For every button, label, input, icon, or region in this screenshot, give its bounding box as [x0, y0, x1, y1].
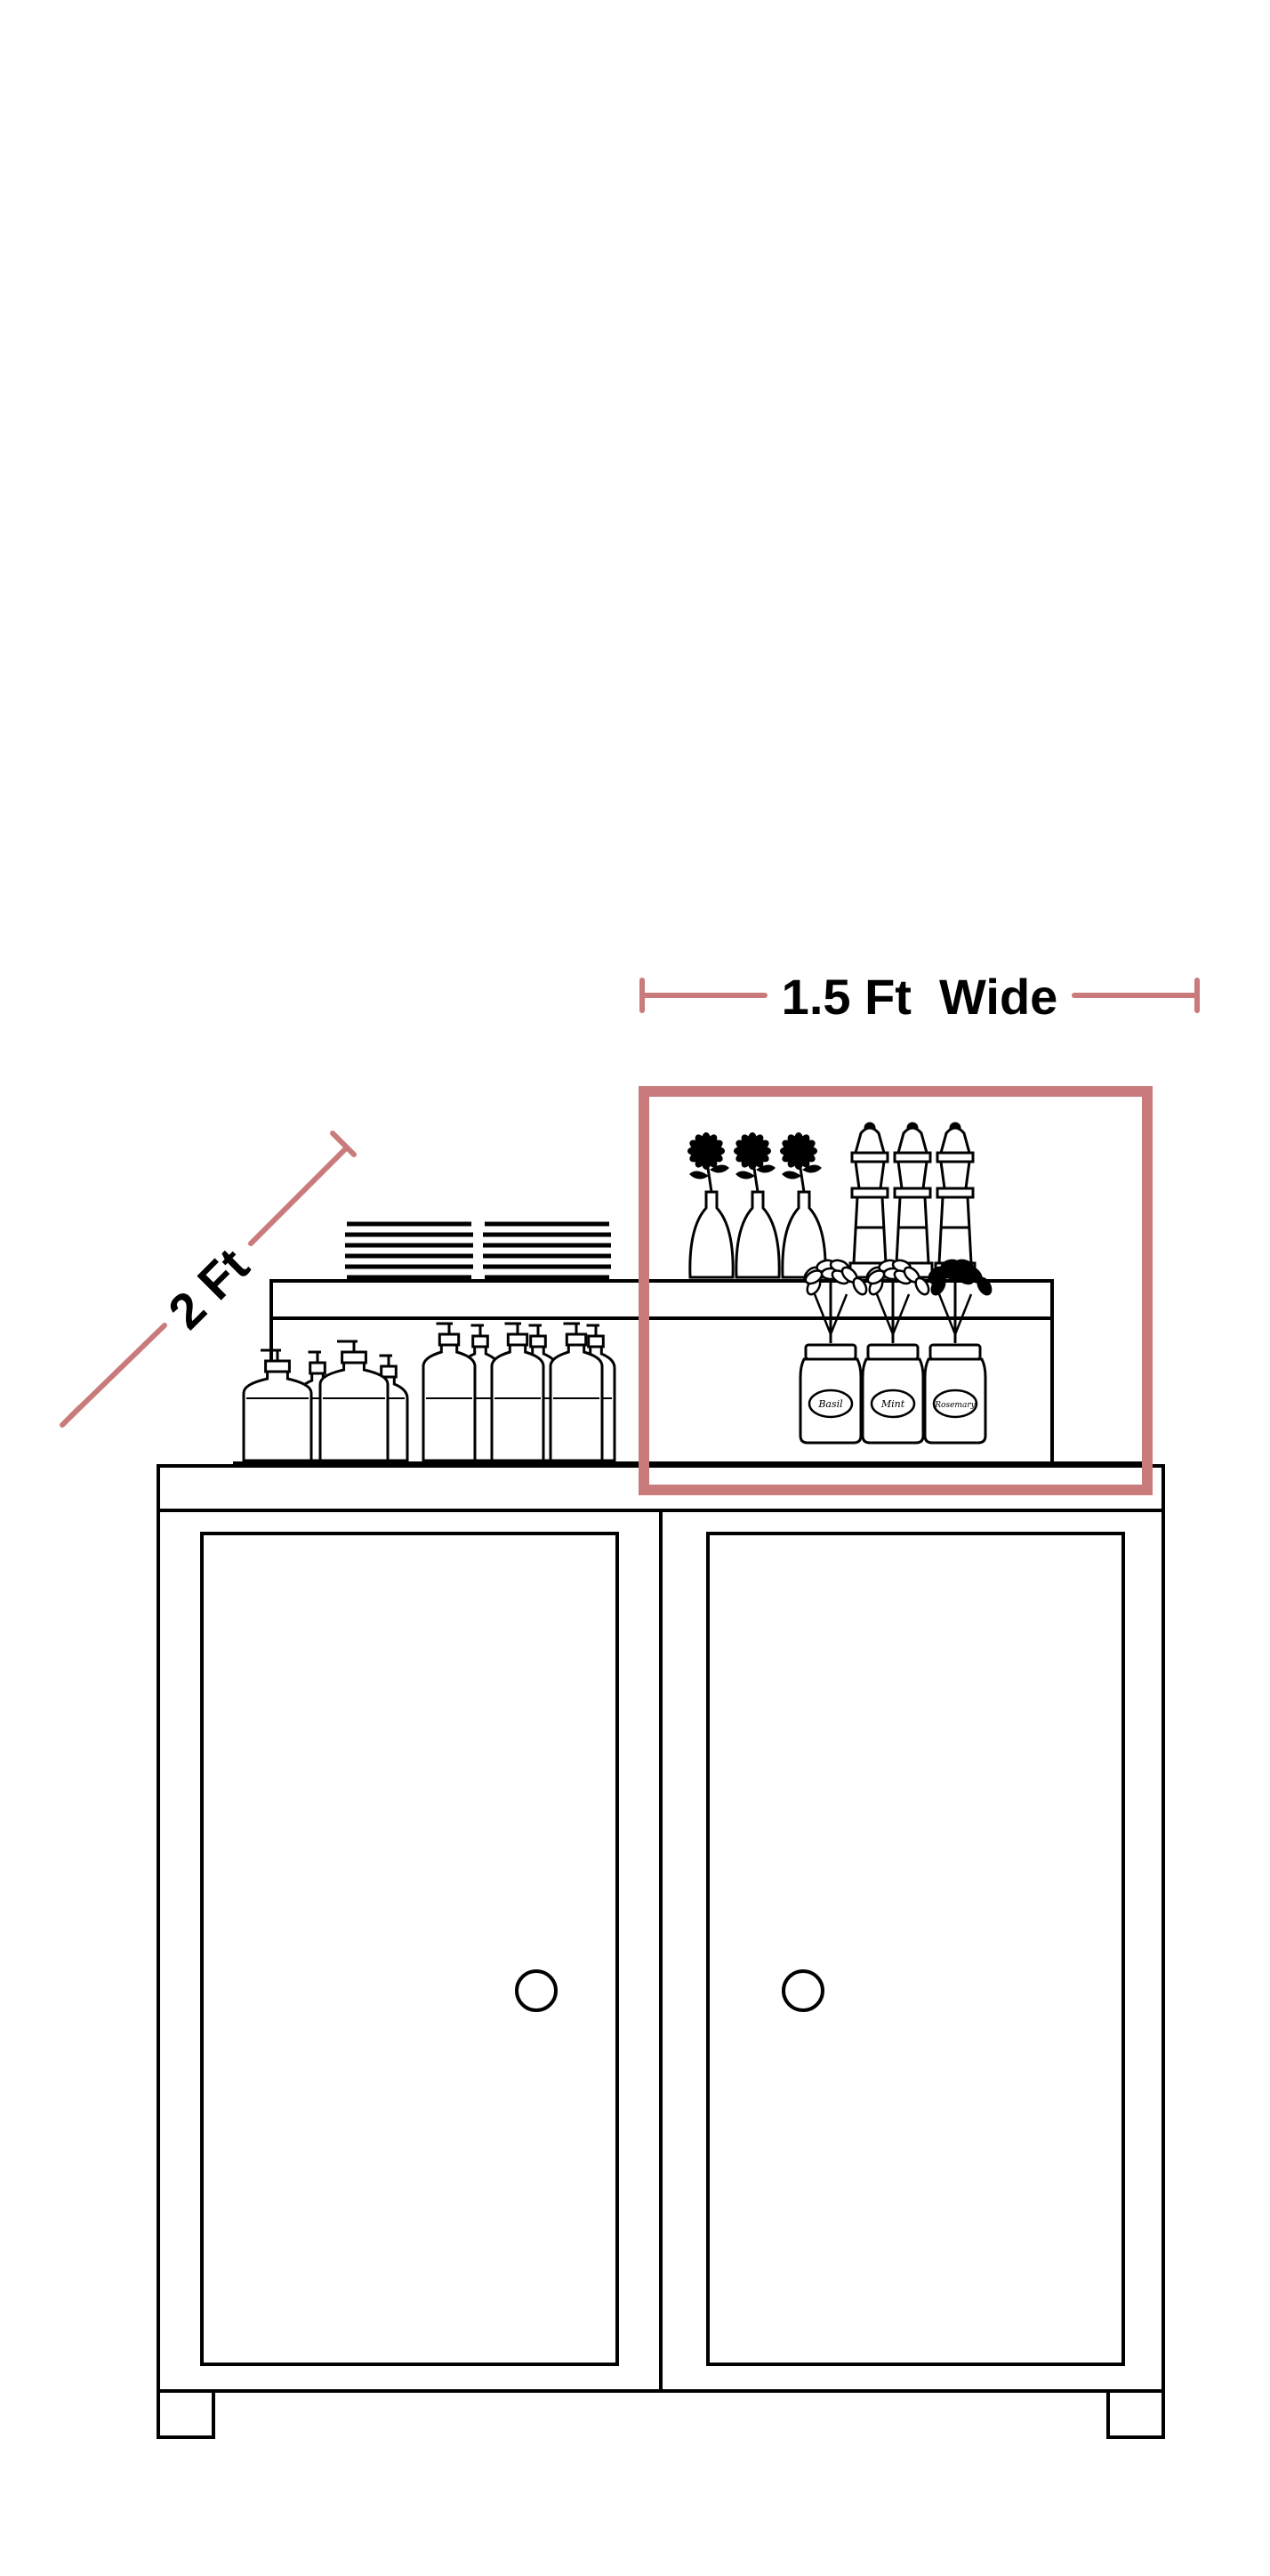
- pepper-grinder: [934, 1122, 977, 1279]
- pump-bottle: [242, 1348, 313, 1462]
- jar-label: Basil: [817, 1398, 843, 1410]
- width-label: 1.5 Ft Wide: [782, 969, 1058, 1025]
- depth-label: 2 Ft: [157, 1237, 260, 1340]
- pepper-grinder: [891, 1122, 934, 1279]
- pump-bottle: [422, 1322, 477, 1462]
- plate-stack-right: [483, 1221, 611, 1280]
- pump-bottle: [490, 1322, 545, 1462]
- cabinet-door-right: [706, 1532, 1125, 2366]
- cabinet-foot-right: [1106, 2389, 1165, 2439]
- cabinet-foot-left: [157, 2389, 215, 2439]
- pump-bottle: [549, 1322, 604, 1462]
- flower-vase: [780, 1132, 827, 1279]
- door-knob-right: [782, 1969, 824, 2012]
- jar-label: Mint: [880, 1398, 905, 1410]
- herb-jar: Rosemary: [923, 1259, 993, 1445]
- depth-dimension: [60, 1131, 357, 1428]
- width-dimension: [639, 978, 1200, 1013]
- jar-label: Rosemary: [934, 1401, 976, 1410]
- plate-stack-left: [345, 1221, 473, 1280]
- pump-bottle: [318, 1340, 390, 1462]
- flower-vase: [687, 1132, 735, 1279]
- pump-bottles: [242, 1322, 616, 1462]
- herb-jar: Basil: [799, 1259, 868, 1445]
- herb-jar: Mint: [861, 1259, 930, 1445]
- flower-vases: [687, 1132, 827, 1279]
- highlight-box: [639, 1086, 1153, 1495]
- flower-vase: [734, 1132, 781, 1279]
- pepper-grinders: [848, 1122, 977, 1279]
- herb-jars: Basil Mint Rosemary: [799, 1259, 993, 1445]
- cabinet: [157, 1464, 1165, 2439]
- cabinet-door-left: [200, 1532, 619, 2366]
- pepper-grinder: [848, 1122, 891, 1279]
- door-knob-left: [515, 1969, 558, 2012]
